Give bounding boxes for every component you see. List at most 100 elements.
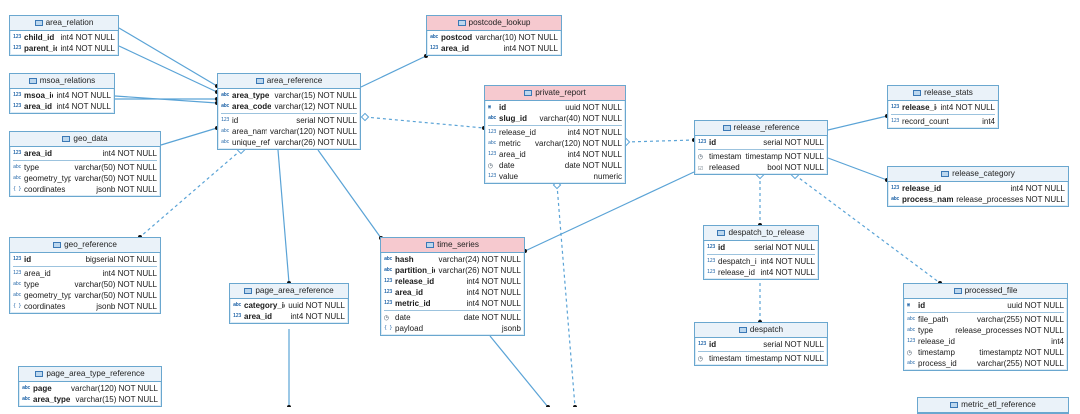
column-type: release_processes NOT NULL (956, 195, 1065, 204)
relationship-edge[interactable] (317, 149, 382, 239)
relationship-edge[interactable] (118, 45, 218, 93)
table-metric-etl-reference[interactable]: metric_etl_reference (917, 397, 1069, 414)
checkbox-icon: ☑ (698, 163, 703, 172)
relationship-edge[interactable] (277, 149, 290, 284)
column-name: area_code (232, 102, 272, 111)
primary-key-icon: 123 (13, 256, 22, 262)
table-postcode-lookup[interactable]: postcode_lookupabcpostcodevarchar(10) NO… (426, 15, 562, 56)
primary-key-icon: 123 (13, 92, 22, 98)
relationship-edge[interactable] (118, 27, 218, 87)
relationship-edge[interactable] (360, 55, 427, 88)
table-header: metric_etl_reference (918, 398, 1068, 413)
table-title: page_area_type_reference (46, 369, 145, 378)
column-row[interactable]: abcpostcodevarchar(10) NOT NULL (430, 32, 558, 43)
column-name: hash (395, 255, 414, 264)
primary-key-icon: 123 (384, 278, 393, 284)
relationship-edge[interactable] (364, 116, 485, 129)
column-type: varchar(50) NOT NULL (74, 291, 157, 300)
relationship-edge[interactable] (489, 335, 549, 407)
column-type: int4 NOT NULL (1010, 184, 1065, 193)
primary-key-icon: ▣ (488, 104, 491, 110)
relationship-edge[interactable] (625, 139, 695, 143)
relationship-edge[interactable] (160, 127, 218, 146)
relationship-edge[interactable] (556, 184, 576, 407)
column-type: varchar(50) NOT NULL (74, 280, 157, 289)
relationship-edge[interactable] (827, 157, 888, 181)
relationship-edge[interactable] (827, 115, 888, 131)
relationship-edge[interactable] (114, 95, 218, 104)
column-type-icon: { } (384, 325, 393, 331)
